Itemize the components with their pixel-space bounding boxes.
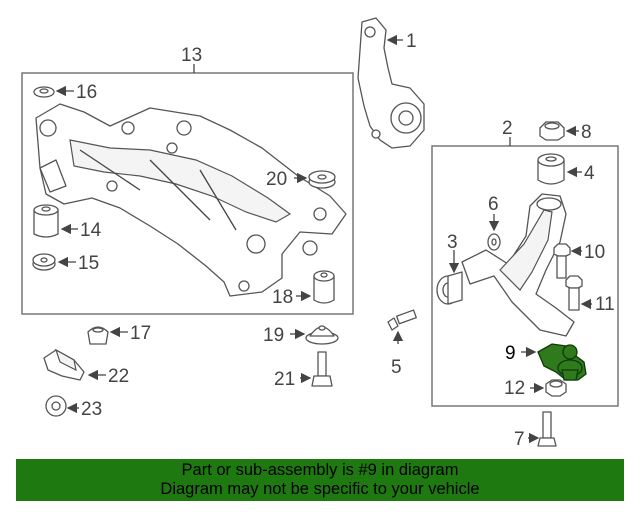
- crossmember-subframe[interactable]: [35, 103, 347, 297]
- callout-7[interactable]: 7: [514, 429, 525, 450]
- crossmember-group-frame: [21, 72, 354, 315]
- callout-18[interactable]: 18: [272, 287, 293, 308]
- part-9-ball-joint[interactable]: [537, 343, 587, 381]
- part-1-steering-knuckle[interactable]: [357, 17, 425, 149]
- callout-10[interactable]: 10: [584, 242, 605, 263]
- part-22-bracket[interactable]: [43, 348, 85, 381]
- callout-1[interactable]: 1: [406, 31, 417, 52]
- callout-15[interactable]: 15: [78, 253, 99, 274]
- callout-23[interactable]: 23: [81, 399, 102, 420]
- parts-diagram: 13 16 20 14: [21, 17, 619, 450]
- part-12-nut[interactable]: [545, 379, 567, 397]
- part-10-bolt[interactable]: [553, 243, 571, 279]
- part-11-bolt[interactable]: [565, 275, 583, 311]
- callout-9[interactable]: 9: [505, 343, 516, 364]
- callout-13[interactable]: 13: [181, 45, 202, 66]
- part-16-washer[interactable]: [33, 86, 55, 98]
- callout-20[interactable]: 20: [266, 169, 287, 190]
- info-banner: Part or sub-assembly is #9 in diagram Di…: [16, 459, 624, 501]
- control-arm-group-frame: [431, 145, 619, 407]
- banner-line-1: Part or sub-assembly is #9 in diagram: [181, 461, 459, 479]
- part-20-washer[interactable]: [308, 170, 336, 189]
- part-4-bushing[interactable]: [537, 153, 565, 185]
- part-3-bushing[interactable]: [436, 271, 463, 305]
- callout-6[interactable]: 6: [488, 194, 499, 215]
- callout-17[interactable]: 17: [130, 323, 151, 344]
- callout-21[interactable]: 21: [274, 369, 295, 390]
- callout-12[interactable]: 12: [504, 378, 525, 399]
- part-5-bolt[interactable]: [387, 309, 417, 331]
- callout-22[interactable]: 22: [108, 366, 129, 387]
- part-23-bushing[interactable]: [45, 395, 67, 417]
- callout-5[interactable]: 5: [391, 357, 402, 378]
- part-19-mount[interactable]: [305, 325, 339, 345]
- callout-2[interactable]: 2: [502, 118, 513, 139]
- part-17-bushing[interactable]: [87, 326, 109, 345]
- callout-11[interactable]: 11: [595, 294, 615, 315]
- callout-19[interactable]: 19: [263, 325, 284, 346]
- callout-16[interactable]: 16: [76, 82, 97, 103]
- callout-8[interactable]: 8: [581, 122, 592, 143]
- lower-control-arm[interactable]: [461, 193, 575, 337]
- callout-4[interactable]: 4: [584, 163, 595, 184]
- part-8-nut[interactable]: [539, 121, 565, 141]
- callout-3[interactable]: 3: [447, 232, 458, 253]
- callout-14[interactable]: 14: [80, 220, 102, 241]
- part-15-washer[interactable]: [32, 253, 56, 271]
- part-21-bolt[interactable]: [311, 351, 333, 387]
- part-6-bushing[interactable]: [487, 233, 501, 251]
- part-18-bushing[interactable]: [313, 270, 335, 304]
- banner-line-2: Diagram may not be specific to your vehi…: [160, 480, 480, 498]
- part-7-bolt[interactable]: [537, 411, 557, 447]
- part-14-bushing[interactable]: [33, 204, 59, 238]
